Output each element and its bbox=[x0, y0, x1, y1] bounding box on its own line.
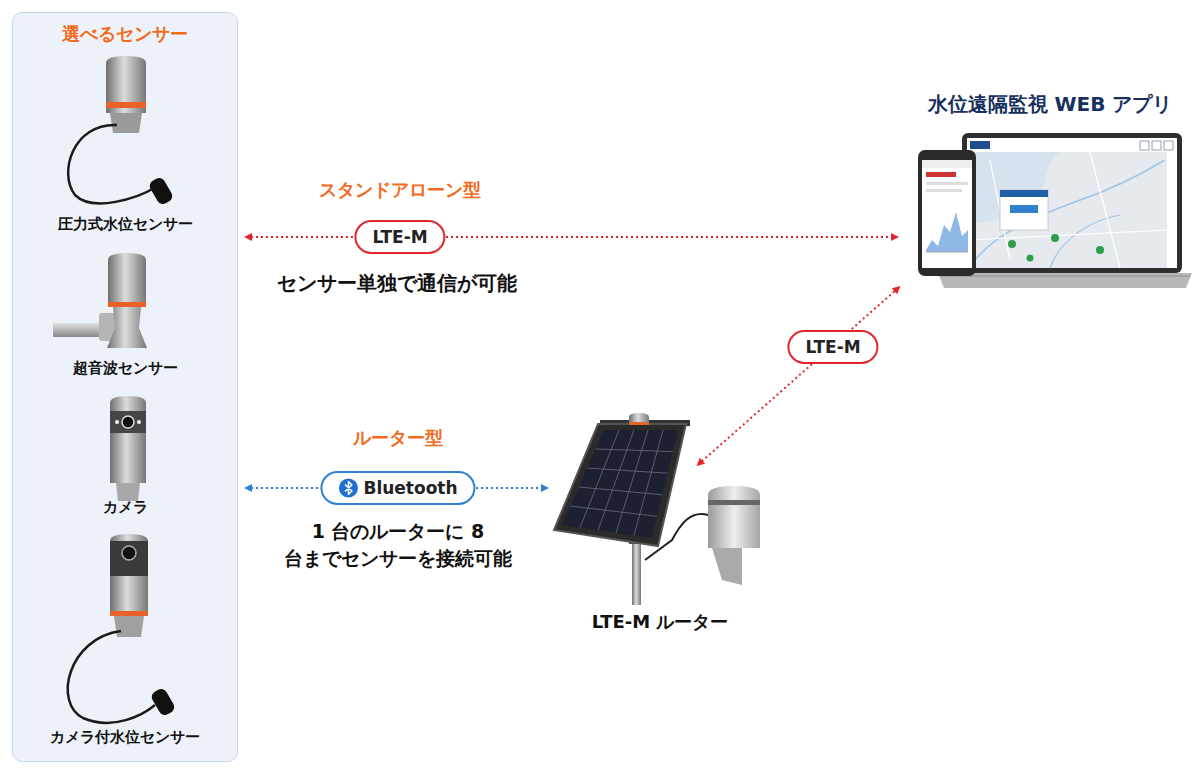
sensor-illustrations bbox=[13, 13, 237, 761]
annotation-text: 1 台のルーターに 8 台までセンサーを接続可能 bbox=[253, 518, 543, 572]
webapp-heading: 水位遠隔監視 WEB アプリ bbox=[905, 91, 1195, 117]
badge-text: LTE-M bbox=[372, 227, 427, 247]
webapp-node: 水位遠隔監視 WEB アプリ bbox=[905, 88, 1195, 295]
annotation-text: ルーター型 bbox=[353, 426, 443, 450]
bluetooth-icon bbox=[338, 478, 358, 498]
sensor-caption: 超音波センサー bbox=[13, 356, 237, 380]
pressure-sensor bbox=[68, 56, 174, 206]
router-label: LTE-M ルーター bbox=[555, 610, 765, 634]
ultrasonic-sensor bbox=[53, 253, 147, 348]
router-node: LTE-M ルーター bbox=[555, 470, 765, 640]
sensor-item: 圧力式水位センサー bbox=[13, 212, 237, 236]
annotation-text: スタンドアローン型 bbox=[319, 178, 481, 202]
sensor-caption: カメラ bbox=[13, 495, 237, 519]
router-illustration bbox=[550, 410, 780, 640]
camera bbox=[110, 396, 146, 501]
edge-badge: LTE-M bbox=[787, 330, 878, 364]
sensor-caption: 圧力式水位センサー bbox=[13, 212, 237, 236]
annotation-text: センサー単独で通信が可能 bbox=[277, 270, 517, 297]
edge-badge: LTE-M bbox=[354, 220, 445, 254]
connector bbox=[244, 233, 899, 241]
sensor-caption: カメラ付水位センサー bbox=[13, 725, 237, 749]
webapp-illustration bbox=[905, 88, 1195, 295]
panel-heading: 選べるセンサー bbox=[13, 22, 237, 46]
sensor-panel: 選べるセンサー圧力式水位センサー超音波センサーカメラカメラ付水位センサー bbox=[12, 12, 238, 762]
sensor-item: カメラ bbox=[13, 495, 237, 519]
badge-text: Bluetooth bbox=[363, 478, 457, 498]
badge-text: LTE-M bbox=[805, 337, 860, 357]
sensor-item: 超音波センサー bbox=[13, 356, 237, 380]
sensor-item: カメラ付水位センサー bbox=[13, 725, 237, 749]
camera-water-sensor bbox=[68, 534, 177, 723]
edge-badge: Bluetooth bbox=[320, 471, 475, 505]
connector bbox=[696, 286, 900, 466]
